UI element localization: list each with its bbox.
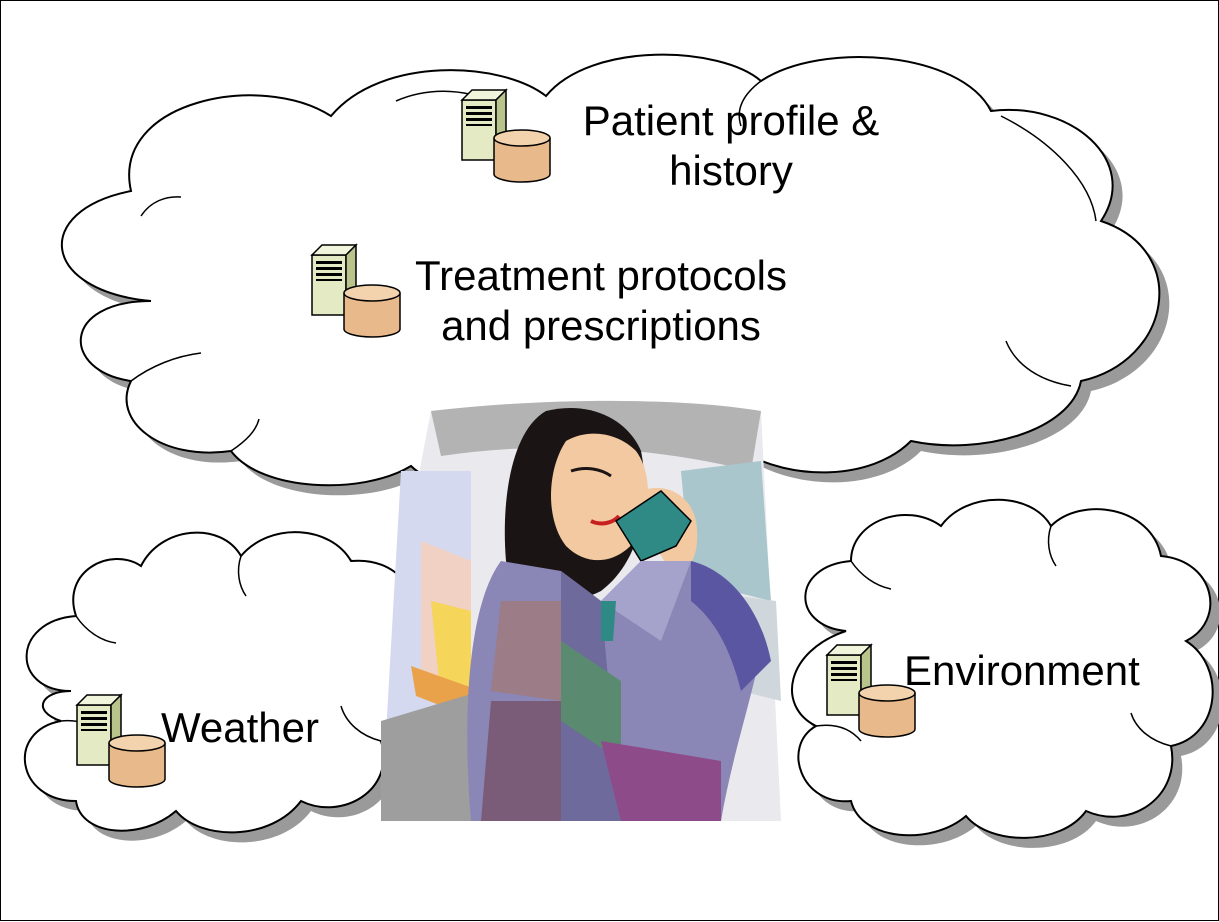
weather-line-1: Weather: [161, 704, 319, 751]
patient-profile-line-2: history: [669, 147, 793, 194]
treatment-protocols-label: Treatment protocols and prescriptions: [381, 251, 821, 351]
woman-on-phone-clipart: [381, 400, 781, 821]
treatment-protocols-line-1: Treatment protocols: [415, 252, 787, 299]
patient-profile-line-1: Patient profile &: [582, 97, 880, 144]
main-cloud: [60, 53, 1161, 491]
patient-profile-label: Patient profile & history: [546, 96, 916, 196]
environment-cloud: [791, 498, 1214, 839]
treatment-protocols-line-2: and prescriptions: [441, 302, 761, 349]
weather-cloud: [23, 531, 426, 834]
weather-label: Weather: [161, 703, 361, 753]
environment-label: Environment: [904, 646, 1174, 696]
environment-line-1: Environment: [904, 647, 1140, 694]
